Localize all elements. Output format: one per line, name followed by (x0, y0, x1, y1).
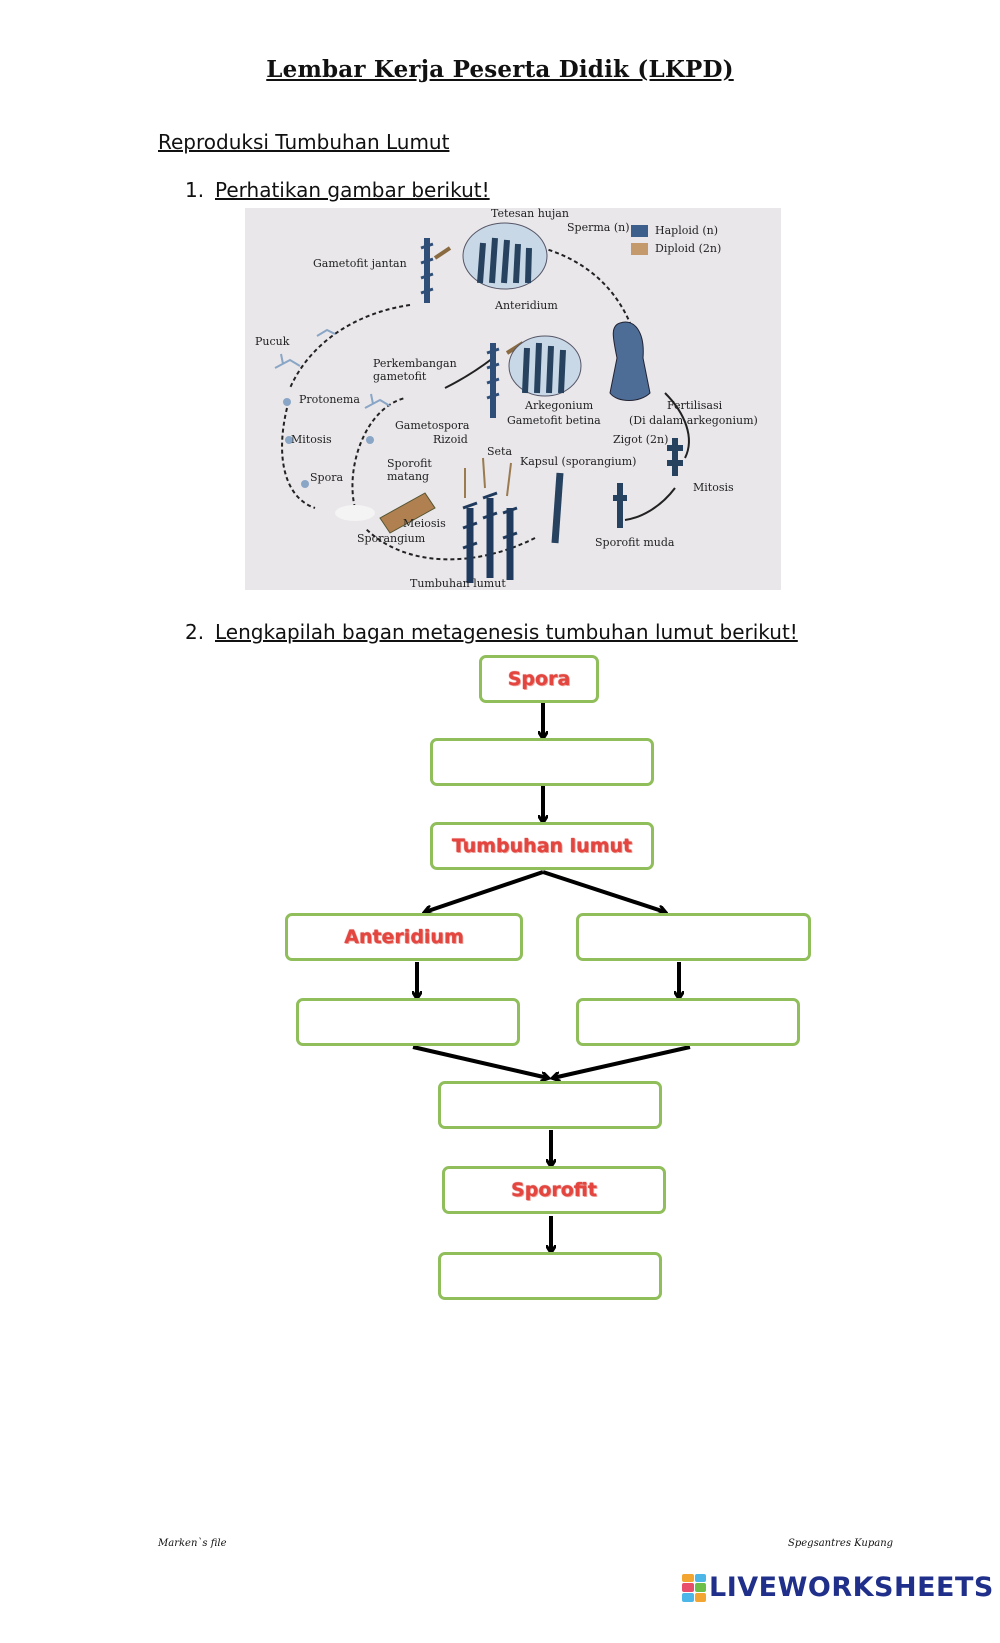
flow-box-tumbuhan-lumut: Tumbuhan lumut (430, 822, 654, 870)
question-2-text: Lengkapilah bagan metagenesis tumbuhan l… (215, 620, 798, 644)
label-rizoid: Rizoid (433, 433, 468, 446)
label-tumbuhan-lumut: Tumbuhan lumut (410, 577, 506, 590)
arrow-split-right (542, 870, 665, 912)
arrow-merge-right (553, 1045, 691, 1078)
label-sporofit-matang-2: matang (387, 470, 430, 483)
liveworksheets-wordmark: LIVEWORKSHEETS (709, 1572, 994, 1603)
label-protonema: Protonema (299, 393, 360, 406)
flow-box-blank-right-1[interactable] (576, 913, 811, 961)
flow-box-blank-merge[interactable] (438, 1081, 662, 1129)
question-2: 2. Lengkapilah bagan metagenesis tumbuhan… (185, 620, 798, 644)
label-gametospora: Gametospora (395, 419, 470, 432)
label-sporofit-matang-1: Sporofit (387, 457, 432, 470)
flow-box-blank-left-2[interactable] (296, 998, 520, 1046)
label-anteridium: Anteridium (495, 299, 558, 312)
arrow-split-left (425, 870, 544, 912)
label-sporofit-muda: Sporofit muda (595, 536, 675, 549)
legend-haploid: Haploid (n) (655, 224, 719, 237)
label-gametofit: gametofit (373, 370, 427, 383)
label-arkegonium: Arkegonium (525, 399, 594, 412)
label-mitosis-left: Mitosis (291, 433, 332, 446)
question-1-text: Perhatikan gambar berikut! (215, 178, 490, 202)
label-mitosis-right: Mitosis (693, 481, 734, 494)
flow-box-anteridium: Anteridium (285, 913, 523, 961)
label-meiosis: Meiosis (403, 517, 446, 530)
label-gametofit-betina: Gametofit betina (507, 414, 601, 427)
question-1: 1. Perhatikan gambar berikut! (185, 178, 490, 202)
label-tetesan-hujan: Tetesan hujan (491, 208, 569, 220)
label-gametofit-jantan: Gametofit jantan (313, 257, 407, 270)
label-sporangium: Sporangium (357, 532, 426, 545)
flow-box-blank-right-2[interactable] (576, 998, 800, 1046)
label-seta: Seta (487, 445, 513, 458)
arrow-merge-left (412, 1045, 548, 1078)
label-fertilisasi: Fertilisasi (667, 399, 723, 412)
liveworksheets-brand: LIVEWORKSHEETS (682, 1572, 994, 1603)
life-cycle-drawing (274, 222, 690, 583)
label-spora: Spora (310, 471, 344, 484)
flow-box-spora: Spora (479, 655, 599, 703)
section-subtitle: Reproduksi Tumbuhan Lumut (158, 130, 450, 154)
flow-box-blank-last[interactable] (438, 1252, 662, 1300)
page-title: Lembar Kerja Peserta Didik (LKPD) (266, 56, 734, 83)
moss-life-cycle-figure: Tetesan hujan Sperma (n) Haploid (n) Dip… (245, 208, 781, 590)
label-pucuk: Pucuk (255, 335, 290, 348)
question-1-number: 1. (185, 178, 205, 202)
question-2-number: 2. (185, 620, 205, 644)
label-zigot: Zigot (2n) (613, 433, 669, 446)
footer-right-note: Spegsantres Kupang (788, 1538, 894, 1549)
flow-box-blank-1[interactable] (430, 738, 654, 786)
footer-left-note: Marken`s file (158, 1538, 227, 1549)
legend-diploid: Diploid (2n) (655, 242, 722, 255)
flow-box-sporofit: Sporofit (442, 1166, 666, 1214)
label-perkembangan: Perkembangan (373, 357, 457, 370)
label-di-dalam-arkegonium: (Di dalam arkegonium) (629, 414, 758, 427)
label-kapsul: Kapsul (sporangium) (520, 455, 637, 468)
label-sperma: Sperma (n) (567, 221, 630, 234)
liveworksheets-logo-icon (682, 1573, 706, 1602)
